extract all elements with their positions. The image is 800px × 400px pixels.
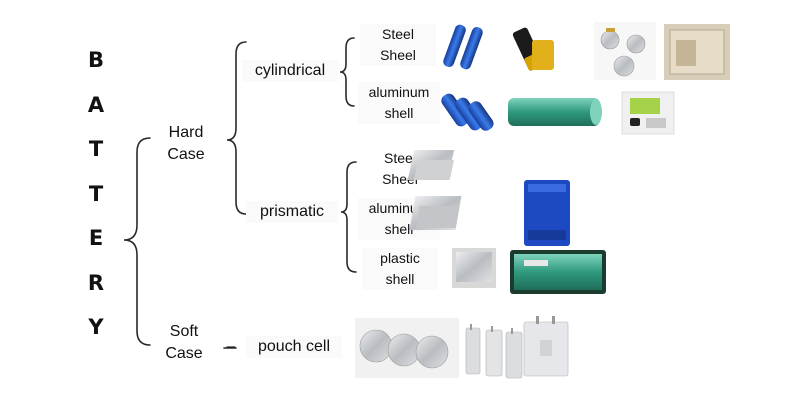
battery-vertical-title: B A T T E R Y	[84, 38, 108, 350]
title-letter: T	[88, 181, 104, 206]
cyl-aluminum-shell-label: aluminum shell	[358, 82, 440, 124]
blue-prismatic-cell-picture	[524, 180, 570, 246]
silver-pouch-rolls-picture	[355, 318, 459, 378]
coin-cells-picture	[594, 22, 656, 80]
prismatic-label: prismatic	[246, 201, 338, 223]
cylindrical-brace	[339, 37, 355, 107]
pouch-cell-label: pouch cell	[246, 336, 342, 358]
title-letter: B	[87, 48, 104, 72]
title-letter: Y	[88, 315, 104, 339]
aluminum-prismatic-cans-picture	[409, 192, 504, 240]
blue-cylinder-cells-picture	[442, 18, 492, 74]
blue-cell-stack-picture	[441, 84, 494, 134]
steel-prismatic-cans-picture	[407, 144, 492, 188]
small-pcb-battery-picture	[621, 91, 675, 135]
soft-case-label: Soft Case	[165, 323, 203, 362]
pri-steel-shell-label: Steel Sheel	[382, 150, 418, 187]
green-tube-cell-picture	[508, 98, 602, 126]
large-pouch-cell-picture	[523, 316, 569, 377]
title-letter: E	[88, 226, 104, 250]
title-letter: T	[88, 137, 104, 161]
grey-plastic-cell-picture	[452, 248, 496, 288]
dash-symbol: –	[226, 338, 236, 355]
prismatic-brace	[340, 161, 357, 273]
title-letter: R	[87, 270, 105, 295]
prismatic-pack-picture	[664, 24, 730, 80]
green-plastic-cell-picture	[510, 250, 606, 294]
aa-battery-picture	[510, 20, 560, 76]
small-pouch-cells-picture	[465, 324, 523, 379]
main-brace	[123, 137, 151, 346]
pri-plastic-shell-label: plastic shell	[362, 248, 438, 290]
hard-case-label: Hard Case	[167, 124, 205, 163]
cyl-steel-shell-label: Steel Sheel	[360, 24, 436, 66]
hard-case-brace	[226, 41, 247, 215]
cylindrical-label: cylindrical	[242, 60, 338, 82]
title-letter: A	[87, 92, 105, 117]
